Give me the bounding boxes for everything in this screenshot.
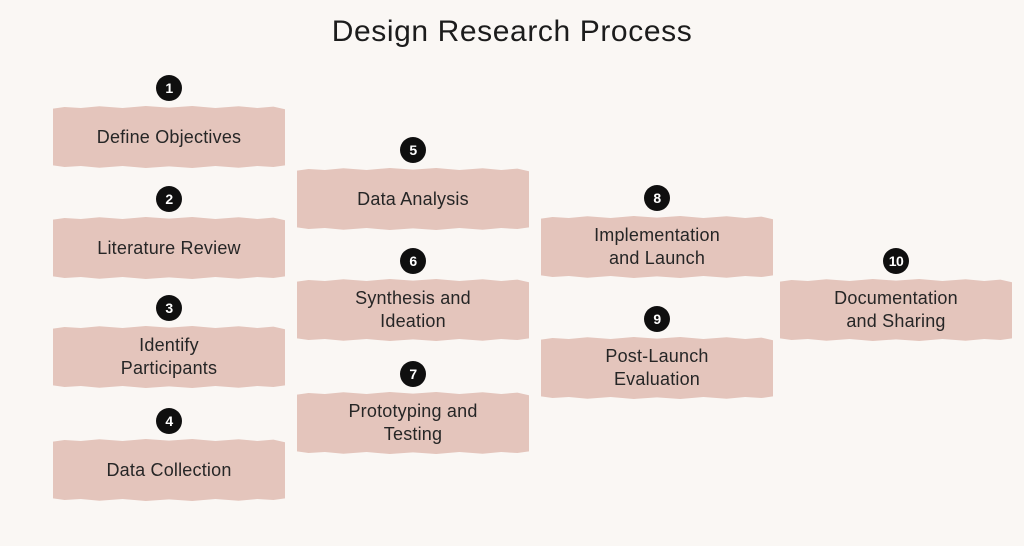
- step-6-box: Synthesis and Ideation: [297, 278, 529, 342]
- step-8-box: Implementation and Launch: [541, 215, 773, 279]
- step-9-box: Post-Launch Evaluation: [541, 336, 773, 400]
- step-3: 3 Identify Participants: [53, 295, 285, 390]
- step-4: 4 Data Collection: [53, 408, 285, 503]
- step-7: 7 Prototyping and Testing: [297, 361, 529, 456]
- step-number: 1: [165, 80, 173, 96]
- diagram-title: Design Research Process: [331, 15, 693, 48]
- step-number: 8: [653, 190, 661, 206]
- step-6: 6 Synthesis and Ideation: [297, 248, 529, 343]
- step-1-number-badge: 1: [156, 75, 182, 101]
- step-label: Implementation and Launch: [594, 225, 720, 268]
- step-1-box: Define Objectives: [53, 105, 285, 169]
- step-number: 4: [165, 413, 173, 429]
- step-number: 7: [409, 366, 417, 382]
- step-number: 5: [409, 142, 417, 158]
- step-10: 10 Documentation and Sharing: [780, 248, 1012, 343]
- step-8-number-badge: 8: [644, 185, 670, 211]
- step-5-number-badge: 5: [400, 137, 426, 163]
- step-1: 1 Define Objectives: [53, 75, 285, 170]
- step-7-box: Prototyping and Testing: [297, 391, 529, 455]
- step-4-number-badge: 4: [156, 408, 182, 434]
- step-label: Data Collection: [106, 459, 232, 480]
- step-label: Define Objectives: [96, 126, 242, 147]
- step-number: 10: [888, 253, 904, 269]
- step-number: 6: [409, 253, 417, 269]
- step-label: Post-Launch Evaluation: [605, 346, 709, 389]
- step-2-box: Literature Review: [53, 216, 285, 280]
- step-4-box: Data Collection: [53, 438, 285, 502]
- step-6-number-badge: 6: [400, 248, 426, 274]
- step-9-number-badge: 9: [644, 306, 670, 332]
- step-5-box: Data Analysis: [297, 167, 529, 231]
- step-label: Identify Participants: [120, 335, 218, 378]
- step-label: Literature Review: [97, 237, 241, 258]
- step-number: 2: [165, 191, 173, 207]
- step-2: 2 Literature Review: [53, 186, 285, 281]
- step-2-number-badge: 2: [156, 186, 182, 212]
- step-8: 8 Implementation and Launch: [541, 185, 773, 280]
- step-9: 9 Post-Launch Evaluation: [541, 306, 773, 401]
- step-number: 3: [165, 300, 173, 316]
- step-3-number-badge: 3: [156, 295, 182, 321]
- step-label: Prototyping and Testing: [348, 401, 478, 444]
- step-label: Documentation and Sharing: [834, 288, 958, 331]
- step-7-number-badge: 7: [400, 361, 426, 387]
- step-5: 5 Data Analysis: [297, 137, 529, 232]
- step-10-box: Documentation and Sharing: [780, 278, 1012, 342]
- step-label: Synthesis and Ideation: [355, 288, 471, 331]
- step-label: Data Analysis: [357, 188, 469, 209]
- step-number: 9: [653, 311, 661, 327]
- step-3-box: Identify Participants: [53, 325, 285, 389]
- step-10-number-badge: 10: [883, 248, 909, 274]
